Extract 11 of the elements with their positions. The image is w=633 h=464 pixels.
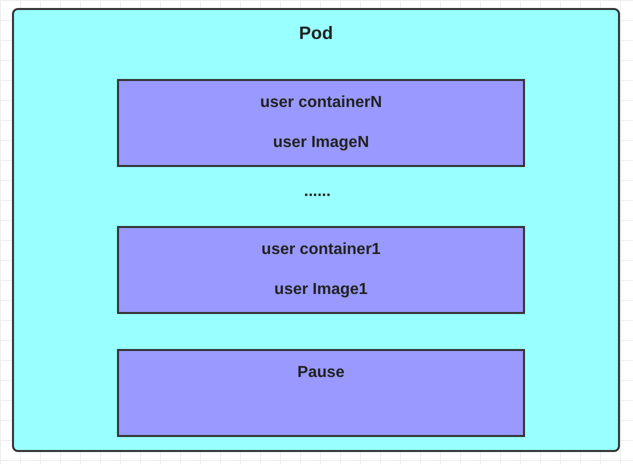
- container-name: Pause: [297, 363, 345, 383]
- ellipsis-text: ......: [304, 182, 331, 202]
- container-box: [117, 79, 525, 167]
- container-name: user container1: [261, 240, 381, 260]
- container-box: [117, 349, 525, 437]
- image-name: user ImageN: [272, 133, 370, 153]
- container-name: user containerN: [260, 93, 382, 113]
- pod-title: Pod: [299, 23, 333, 43]
- pod-box: [12, 8, 620, 452]
- image-name: user Image1: [274, 280, 368, 300]
- container-box: [117, 226, 525, 314]
